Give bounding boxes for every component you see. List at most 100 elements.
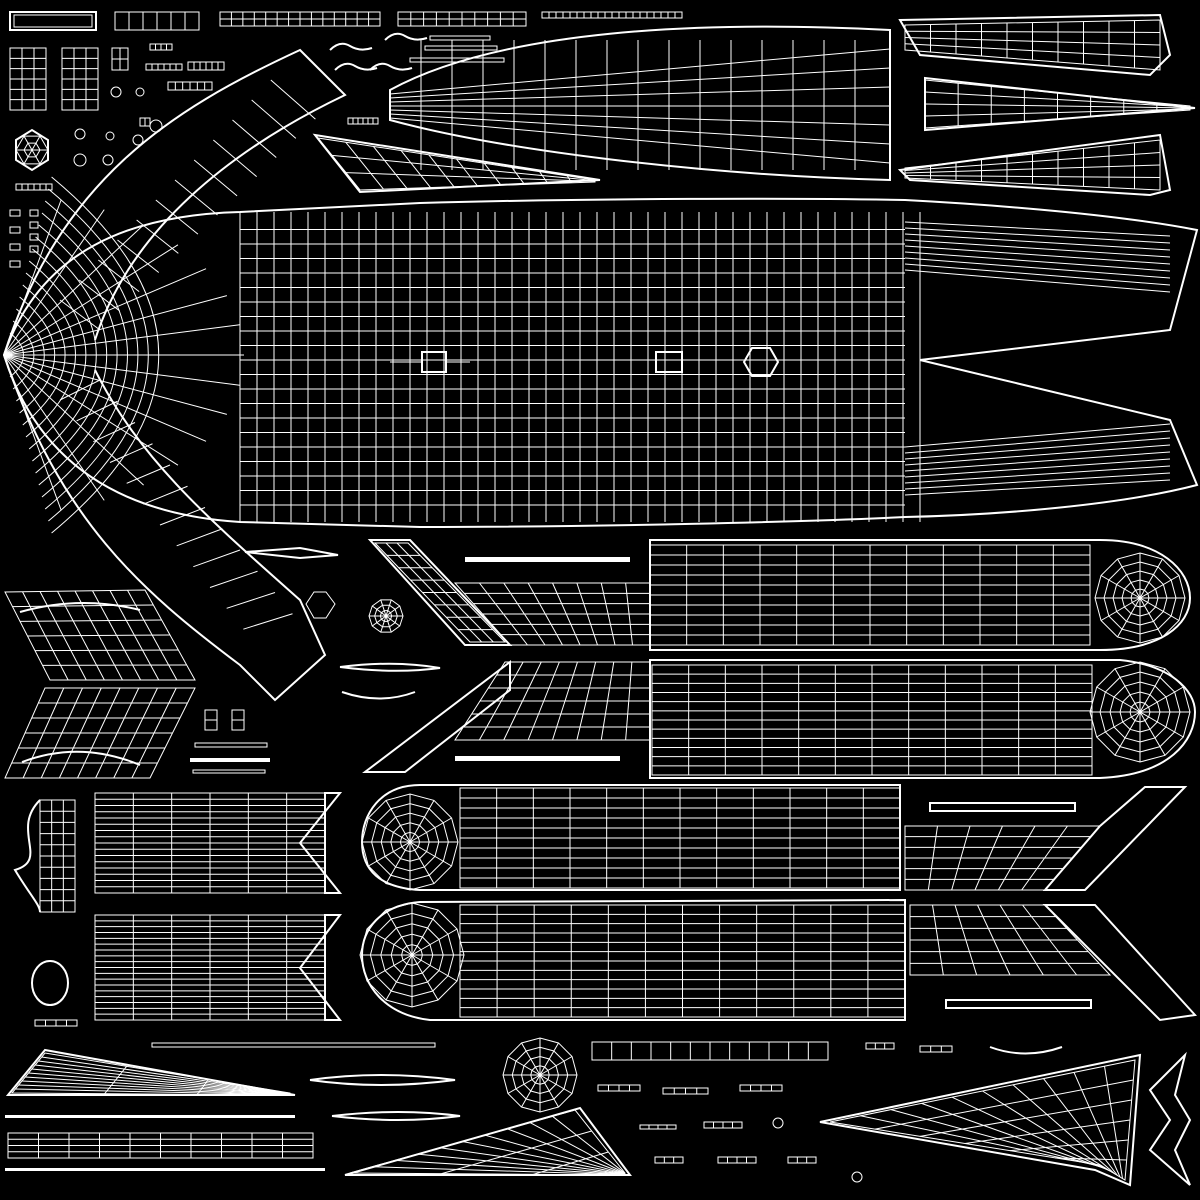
- wire-edge: [23, 149, 33, 165]
- boom-islands: [359, 539, 1198, 1022]
- wire-edge: [213, 139, 257, 178]
- wire-edge: [143, 485, 188, 505]
- wire-ring: [31, 960, 69, 1006]
- wire-path: [904, 430, 1171, 454]
- wire-edge: [874, 1079, 1134, 1130]
- wire-edge: [389, 117, 891, 164]
- wire-edge: [385, 800, 411, 843]
- wire-path: [904, 472, 1171, 490]
- wire-edge: [417, 1153, 626, 1175]
- wire-edge: [3, 324, 240, 356]
- wire-edge: [345, 141, 384, 190]
- wire-path: [649, 659, 1197, 779]
- wire-rect: [151, 1042, 436, 1048]
- wire-poly: [742, 347, 780, 377]
- wire-edge: [1139, 711, 1184, 738]
- wire-poly: [298, 792, 343, 894]
- wire-edge: [176, 528, 223, 547]
- wire-edge: [174, 179, 218, 216]
- wire-edge: [507, 1056, 541, 1076]
- wire-rect: [787, 1156, 817, 1164]
- wire-poly: [897, 133, 1172, 197]
- wire-edge: [521, 1074, 541, 1108]
- wire-edge: [904, 37, 1161, 46]
- wire-edge: [3, 209, 105, 356]
- wire-poly: [305, 591, 336, 619]
- wire-edge: [243, 613, 293, 630]
- wire-rect: [192, 769, 266, 774]
- wire-poly: [819, 1053, 1142, 1187]
- wire-path: [904, 423, 1171, 448]
- wire-edge: [232, 119, 277, 158]
- wire-path: [3, 354, 327, 702]
- wire-path: [3, 48, 347, 356]
- wire-edge: [566, 175, 572, 184]
- wire-edge: [59, 299, 101, 331]
- wire-rect: [429, 35, 491, 41]
- wire-poly: [829, 1059, 1136, 1181]
- wire-edge: [78, 279, 120, 312]
- wire-path: [904, 269, 1171, 293]
- wire-path: [904, 221, 1171, 237]
- wire-edge: [409, 841, 452, 867]
- wire-poly: [1042, 904, 1198, 1022]
- wire-edge: [904, 43, 1161, 58]
- wire-edge: [483, 162, 502, 186]
- wire-rect: [29, 221, 39, 229]
- wire-rect: [654, 1156, 684, 1164]
- wire-edge: [1117, 558, 1141, 599]
- wire-edge: [385, 615, 401, 627]
- wire-edge: [126, 464, 171, 484]
- wire-edge: [23, 135, 33, 151]
- wire-edge: [41, 1056, 291, 1094]
- wire-ring: [73, 153, 87, 167]
- wire-rect: [424, 45, 498, 51]
- wire-edge: [1114, 711, 1141, 756]
- wire-path: [904, 245, 1171, 265]
- wire-edge: [456, 158, 478, 187]
- wire-path: [369, 62, 413, 71]
- wire-edge: [409, 841, 435, 884]
- wire-rect: [455, 756, 620, 761]
- wire-edge: [18, 1084, 291, 1096]
- wire-edge: [34, 649, 179, 652]
- wire-edge: [539, 1056, 573, 1076]
- wire-edge: [251, 99, 297, 139]
- wire-edge: [389, 67, 891, 99]
- wire-edge: [385, 909, 413, 956]
- wire-poly: [15, 128, 49, 172]
- wire-edge: [331, 154, 596, 182]
- wire-poly: [1042, 786, 1188, 891]
- wire-edge: [98, 259, 140, 293]
- wire-edge: [511, 167, 525, 185]
- curved-arm-island: [3, 48, 347, 702]
- wire-path: [904, 227, 1171, 244]
- wire-edge: [521, 1042, 541, 1076]
- wire-edge: [1117, 597, 1141, 638]
- wire-path: [389, 25, 891, 182]
- wire-path: [904, 479, 1171, 496]
- wire-path: [649, 539, 1192, 651]
- wire-edge: [507, 1074, 541, 1094]
- wire-edge: [533, 1151, 609, 1175]
- wire-rect: [9, 226, 21, 234]
- wire-path: [341, 691, 416, 700]
- wire-edge: [904, 30, 1161, 33]
- wire-edge: [366, 954, 413, 982]
- wire-edge: [25, 1076, 291, 1095]
- wire-poly: [924, 79, 1191, 129]
- wire-edge: [539, 171, 549, 184]
- wire-edge: [373, 146, 408, 189]
- wire-ring: [102, 154, 114, 166]
- wire-ring: [851, 1171, 863, 1183]
- wire-path: [339, 662, 441, 672]
- wire-edge: [539, 1074, 573, 1094]
- wire-edge: [371, 615, 387, 627]
- wire-rect: [9, 209, 21, 217]
- wire-edge: [209, 570, 258, 588]
- wire-rect: [194, 742, 268, 748]
- wire-edge: [428, 154, 455, 188]
- wire-edge: [12, 604, 154, 608]
- wire-edge: [104, 1066, 128, 1094]
- wire-rect: [9, 243, 21, 251]
